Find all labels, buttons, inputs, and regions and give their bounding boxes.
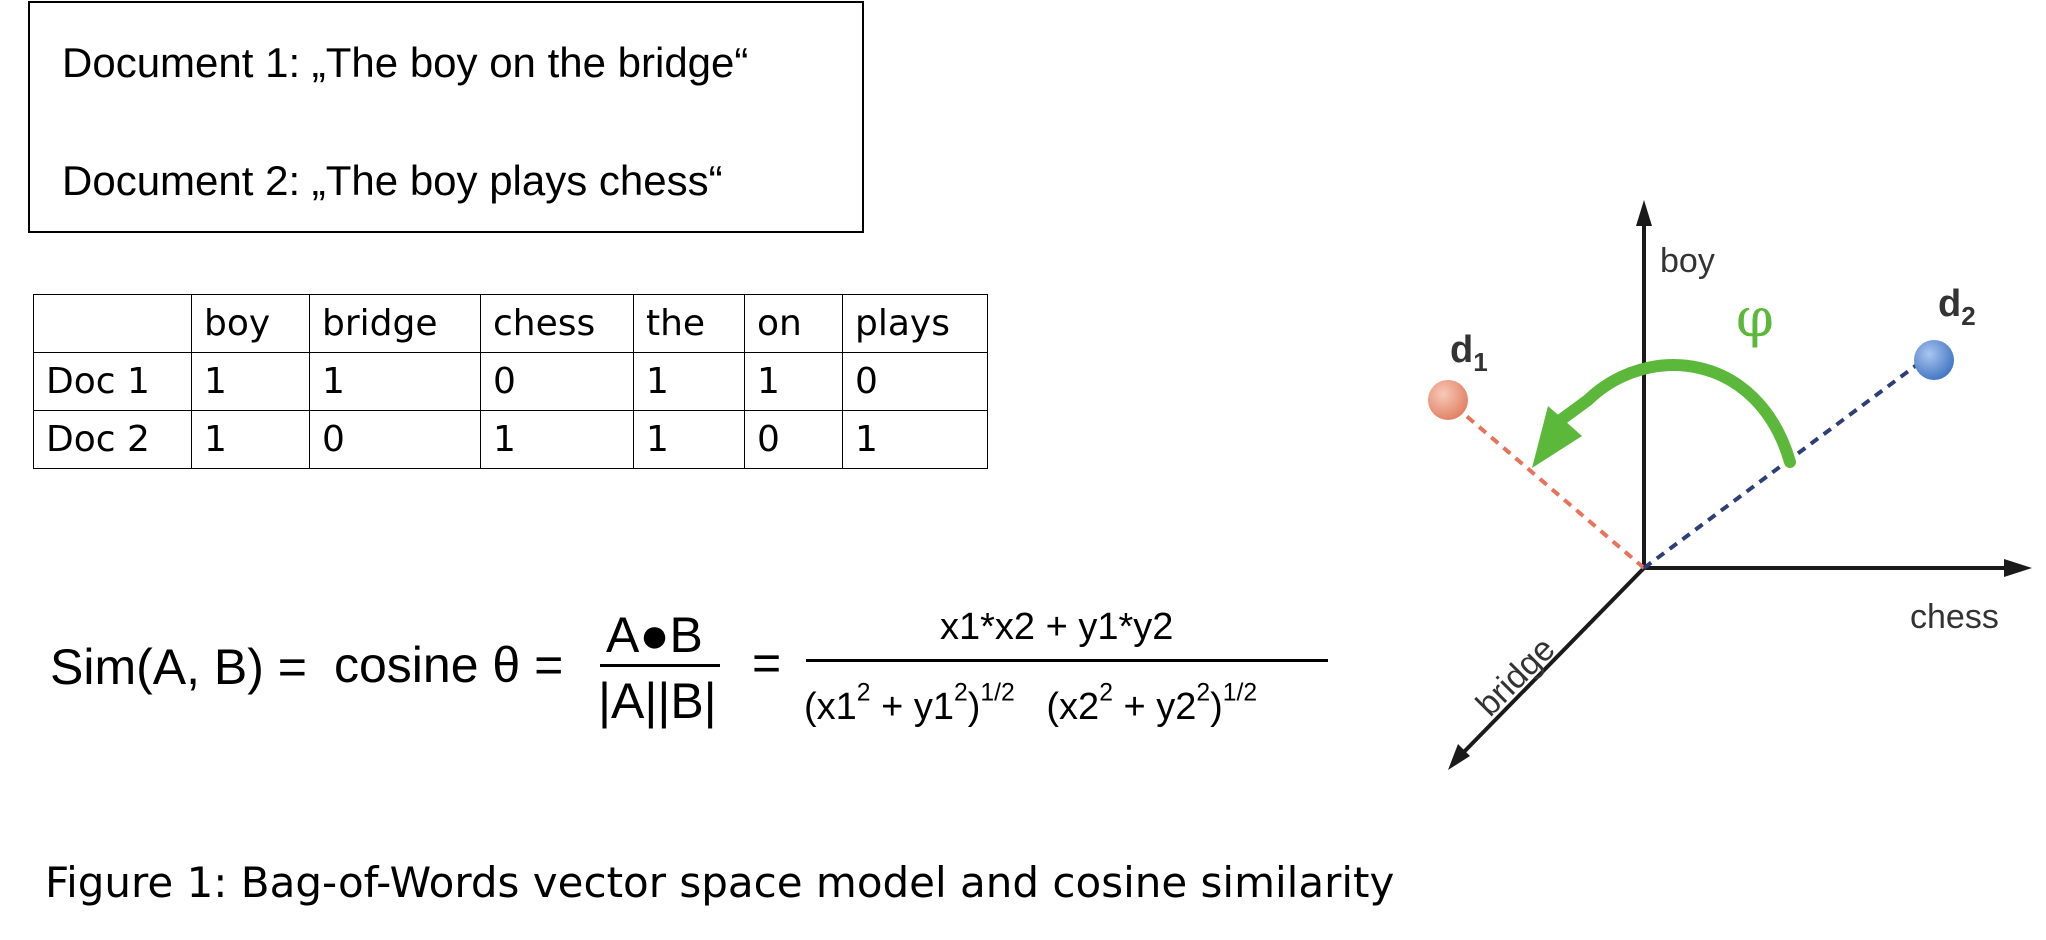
- formula-term: ): [967, 686, 981, 728]
- d1-vector: [1448, 400, 1646, 570]
- formula-exponent: 1/2: [1222, 679, 1258, 707]
- table-cell: 1: [633, 352, 745, 411]
- formula-cosine: cosine θ =: [334, 637, 564, 693]
- table-cell: 1: [744, 352, 843, 411]
- documents-box: Document 1: „The boy on the bridge“ Docu…: [28, 1, 864, 233]
- formula-equals: =: [752, 635, 782, 691]
- d2-label: d2: [1938, 283, 1976, 331]
- angle-arc: [1552, 359, 1796, 468]
- boy-axis-arrowhead-icon: [1636, 200, 1652, 226]
- formula-lhs: Sim(A, B) =: [50, 639, 307, 695]
- table-row: Doc 1 1 1 0 1 1 0: [33, 352, 988, 411]
- formula-term: ): [1210, 686, 1223, 728]
- bridge-axis-label: bridge: [1469, 630, 1563, 724]
- figure-caption: Figure 1: Bag-of-Words vector space mode…: [45, 858, 1395, 907]
- table-header-cell: boy: [191, 294, 310, 353]
- boy-axis-label: boy: [1660, 242, 1715, 280]
- table-cell: 0: [744, 410, 843, 469]
- table-cell: 1: [842, 410, 988, 469]
- formula-fraction2-numerator: x1*x2 + y1*y2: [940, 606, 1174, 648]
- formula-fraction1-numerator: A●B: [606, 607, 703, 663]
- d2-point: [1914, 340, 1954, 380]
- document-1-text: Document 1: „The boy on the bridge“: [62, 39, 749, 86]
- table-row: Doc 2 1 0 1 1 0 1: [33, 410, 988, 469]
- formula-fraction2-bar: [806, 659, 1328, 662]
- table-header-cell: bridge: [309, 294, 481, 353]
- table-header-cell: the: [633, 294, 745, 353]
- formula-term: + y1: [870, 686, 954, 728]
- formula-exponent: 2: [1196, 679, 1211, 707]
- table-cell: 0: [309, 410, 481, 469]
- table-cell: Doc 1: [33, 352, 192, 411]
- formula-fraction1-bar: [600, 664, 720, 667]
- formula-term: (x1: [804, 686, 857, 728]
- formula-exponent: 2: [1099, 679, 1113, 707]
- chess-axis-arrowhead-icon: [2004, 559, 2032, 577]
- table-cell: 1: [191, 352, 310, 411]
- document-2-text: Document 2: „The boy plays chess“: [62, 157, 723, 204]
- bridge-axis-arrowhead-icon: [1448, 744, 1470, 770]
- table-header-row: boy bridge chess the on plays: [33, 294, 988, 353]
- formula-fraction1-denominator: |A||B|: [598, 673, 717, 729]
- formula-fraction2-denominator: (x12 + y12)1/2 (x22 + y22)1/2: [804, 681, 1257, 729]
- table-cell: 1: [633, 410, 745, 469]
- formula-exponent: 2: [856, 679, 871, 707]
- d1-label-subscript: 1: [1473, 347, 1487, 377]
- table-cell: Doc 2: [33, 410, 192, 469]
- table-cell: 1: [191, 410, 310, 469]
- table-header-cell: [33, 294, 192, 353]
- vector-space-diagram: boy chess bridge φ d1 d2: [1428, 200, 2032, 770]
- angle-phi-label: φ: [1736, 286, 1774, 349]
- d2-label-base: d: [1938, 283, 1961, 325]
- chess-axis-label: chess: [1910, 598, 1999, 636]
- formula-term: (x2: [1046, 686, 1100, 728]
- d1-label: d1: [1450, 329, 1488, 377]
- angle-arrowhead-icon: [1532, 406, 1582, 468]
- table-cell: 1: [480, 410, 634, 469]
- table-header-cell: chess: [480, 294, 634, 353]
- table-header-cell: plays: [842, 294, 988, 353]
- formula-term: + y2: [1112, 686, 1197, 728]
- d1-point: [1428, 380, 1468, 420]
- table-cell: 1: [309, 352, 481, 411]
- d2-label-subscript: 2: [1961, 301, 1975, 331]
- formula-exponent: 1/2: [980, 679, 1015, 707]
- table-cell: 0: [480, 352, 634, 411]
- d1-label-base: d: [1450, 329, 1473, 371]
- bridge-axis: [1456, 566, 1646, 760]
- table-header-cell: on: [744, 294, 843, 353]
- d2-vector: [1642, 362, 1920, 570]
- formula-exponent: 2: [953, 679, 968, 707]
- bag-of-words-table: boy bridge chess the on plays Doc 1 1 1 …: [33, 294, 988, 469]
- table-cell: 0: [842, 352, 988, 411]
